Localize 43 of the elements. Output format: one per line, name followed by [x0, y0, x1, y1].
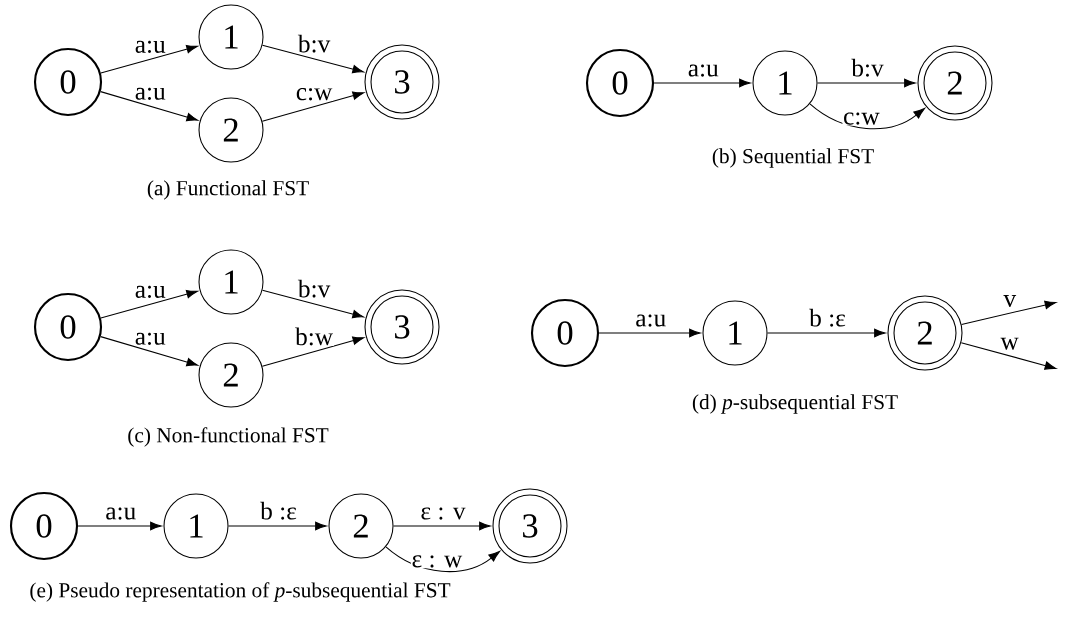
- arrow: [100, 336, 199, 367]
- arrow: [385, 546, 500, 573]
- caption: (c) Non-functional FST: [128, 427, 329, 447]
- arrow: [961, 300, 1057, 325]
- edge-label: b:v: [850, 58, 885, 78]
- edge-label: ε : w: [410, 554, 463, 569]
- arrow: [598, 328, 701, 338]
- arrow: [960, 342, 1057, 370]
- edge-label: ε : v: [419, 506, 467, 521]
- edge-label: a:u: [134, 285, 167, 299]
- arrow: [393, 521, 491, 531]
- arrow: [261, 44, 364, 74]
- edge-label: v: [1002, 294, 1017, 308]
- edge-label: b :ε: [808, 308, 847, 328]
- arrow: [809, 103, 925, 130]
- arrow: [228, 521, 327, 531]
- caption: (a) Functional FST: [147, 180, 309, 200]
- edge-label: a:u: [134, 40, 167, 54]
- edge-label: a:u: [104, 506, 137, 521]
- arrow: [261, 289, 364, 319]
- arrow: [261, 336, 365, 367]
- edge-label: b:w: [294, 326, 334, 347]
- edge-label: a:u: [134, 87, 167, 101]
- caption: (b) Sequential FST: [712, 148, 874, 168]
- caption: (e) Pseudo representation of p-subsequential FST: [30, 582, 451, 602]
- arrow: [100, 289, 198, 319]
- edge-label: c:w: [842, 111, 881, 126]
- edge-label: b :ε: [259, 501, 298, 521]
- edge-label: b:v: [297, 279, 331, 299]
- arrow: [767, 328, 886, 338]
- caption: (d) p-subsequential FST: [692, 394, 898, 414]
- arrow: [817, 78, 916, 88]
- edge-label: a:u: [134, 332, 167, 346]
- edge-label: w: [999, 337, 1020, 351]
- arrow: [77, 521, 162, 531]
- edge-label: b:v: [297, 34, 331, 54]
- edge-label: a:u: [687, 63, 720, 78]
- edge-label: c:w: [295, 87, 334, 102]
- edge-label: a:u: [634, 313, 667, 328]
- arrow: [100, 91, 199, 122]
- arrow: [261, 91, 365, 122]
- arrow: [653, 78, 751, 88]
- arrow: [100, 44, 198, 74]
